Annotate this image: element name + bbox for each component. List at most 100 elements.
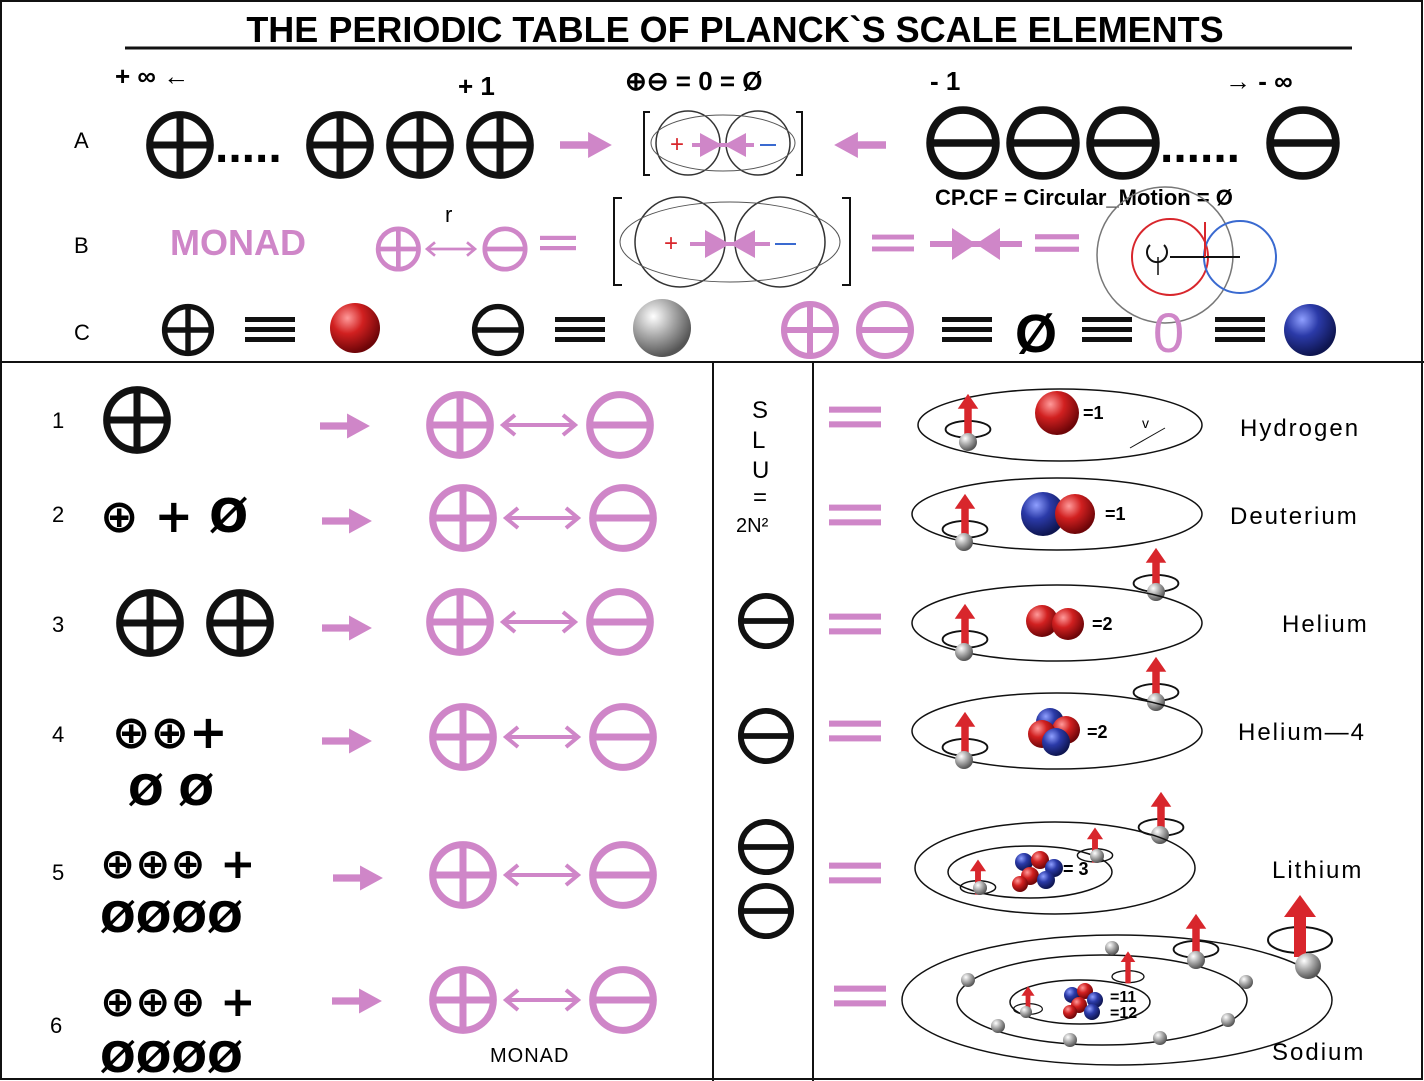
electron-icon <box>959 433 977 451</box>
plus-circle-icon <box>107 390 168 451</box>
electron-icon <box>1153 1031 1167 1045</box>
neutron-icon <box>1015 853 1033 871</box>
blue-sphere-icon <box>1284 304 1336 356</box>
spin-arrow-icon <box>944 392 992 440</box>
minus-circle-icon <box>741 596 791 646</box>
electron-icon <box>961 973 975 987</box>
minus-circle-icon <box>475 307 522 354</box>
spin-arrow-icon <box>941 602 989 650</box>
element-number: 5 <box>52 860 64 885</box>
red-sphere-icon <box>330 303 380 353</box>
proton-icon <box>1063 1005 1077 1019</box>
triple-bar-icon <box>1215 317 1265 342</box>
zero-symbol: Ø <box>1015 304 1057 364</box>
minus-circle-icon <box>741 822 791 872</box>
label-minus-infinity: → - ∞ <box>1225 66 1293 96</box>
arrow-right-icon <box>560 132 612 158</box>
atom-lithium: = 3 <box>914 790 1196 915</box>
atom-hydrogen: =1 v <box>917 388 1203 462</box>
electron-icon <box>1147 583 1165 601</box>
monad-caption: MONAD <box>490 1045 569 1067</box>
arrow-right-icon <box>322 509 372 534</box>
slu-l: L <box>752 427 765 454</box>
slu-s: S <box>752 397 768 424</box>
electron-icon <box>1147 693 1165 711</box>
proton-icon <box>1052 608 1084 640</box>
proton-icon <box>1031 851 1049 869</box>
plus-circle-icon <box>784 304 836 356</box>
proton-icon <box>1035 391 1079 435</box>
gray-sphere-icon <box>633 299 691 357</box>
double-bar-icon <box>540 235 576 251</box>
element-number: 3 <box>52 612 64 637</box>
atom-helium-4: =2 <box>911 655 1203 770</box>
cp-cf-equation: CP.CF = Circular_Motion = Ø <box>935 185 1233 210</box>
monad-pink-symbol <box>430 395 651 456</box>
element-number: 4 <box>52 722 64 747</box>
svg-text:+: + <box>670 131 684 158</box>
minus-circle-icon <box>1010 110 1076 176</box>
atom-sodium: =11 =12 <box>901 895 1333 1066</box>
electron-icon <box>1105 941 1119 955</box>
element-name: Hydrogen <box>1240 415 1360 442</box>
plus-circle-icon <box>210 593 271 654</box>
triple-bar-icon <box>942 317 992 342</box>
label-zero-equation: ⊕⊖ = 0 = Ø <box>625 66 763 96</box>
slu-eq: = <box>753 484 767 511</box>
element-number: 2 <box>52 502 64 527</box>
label-plus-one: + 1 <box>458 71 495 101</box>
proton-icon <box>1055 494 1095 534</box>
electron-icon <box>1020 1006 1032 1018</box>
triple-bar-icon <box>245 317 295 342</box>
svg-text:+: + <box>664 230 678 257</box>
atom-count-2: =12 <box>1110 1005 1137 1022</box>
label-minus-one: - 1 <box>930 66 960 96</box>
monad-box-large: + <box>613 196 851 288</box>
double-bar-icon <box>829 862 881 884</box>
plus-circle-icon <box>150 115 211 176</box>
monad-pink-symbol <box>433 845 654 906</box>
plus-circle-icon <box>120 593 181 654</box>
neutron-icon <box>1084 1004 1100 1020</box>
double-bar-icon <box>1035 234 1079 252</box>
row-a-negative-chain: ...... <box>930 110 1336 176</box>
neutron-icon <box>1042 728 1070 756</box>
zero-digit: 0 <box>1153 301 1184 364</box>
minus-circle-icon <box>930 110 996 176</box>
pink-monad-pair <box>784 304 911 356</box>
atom-deuterium: =1 <box>911 477 1203 551</box>
plus-circle-icon <box>470 115 531 176</box>
neutron-icon <box>1037 871 1055 889</box>
monad-box-small: + <box>643 110 803 176</box>
double-bar-icon <box>829 504 881 526</box>
electron-icon <box>973 881 987 895</box>
triple-bar-icon <box>555 317 605 342</box>
page-title: THE PERIODIC TABLE OF PLANCK`S SCALE ELE… <box>246 9 1223 50</box>
formula-row-2: ⊕ + Ø <box>100 489 248 543</box>
row-label-a: A <box>74 128 89 153</box>
arrow-left-icon <box>834 132 886 158</box>
arrow-right-icon <box>332 989 382 1014</box>
circular-motion-figure <box>1096 186 1277 324</box>
plus-circle-icon <box>165 307 212 354</box>
monad-pink-symbol <box>433 488 654 549</box>
spin-arrow-icon <box>941 492 989 540</box>
slu-u: U <box>752 457 769 484</box>
plus-circle-icon <box>310 115 371 176</box>
double-bar-icon <box>872 234 914 252</box>
atom-count: =2 <box>1087 722 1108 742</box>
formula-row-5b: ØØØØ <box>100 893 243 942</box>
electron-icon <box>1063 1033 1077 1047</box>
minus-circle-icon <box>1270 110 1336 176</box>
formula-row-4a: ⊕⊕+ <box>112 705 228 759</box>
neutron-icon <box>1087 992 1103 1008</box>
monad-pink-symbol <box>430 592 651 653</box>
monad-pink-symbol <box>433 970 654 1031</box>
atom-count: =11 <box>1110 989 1136 1006</box>
element-number: 6 <box>50 1013 62 1038</box>
row-label-c: C <box>74 320 90 345</box>
r-label: r <box>445 202 452 227</box>
element-name: Deuterium <box>1230 503 1359 530</box>
monad-pink-symbol <box>378 229 525 269</box>
